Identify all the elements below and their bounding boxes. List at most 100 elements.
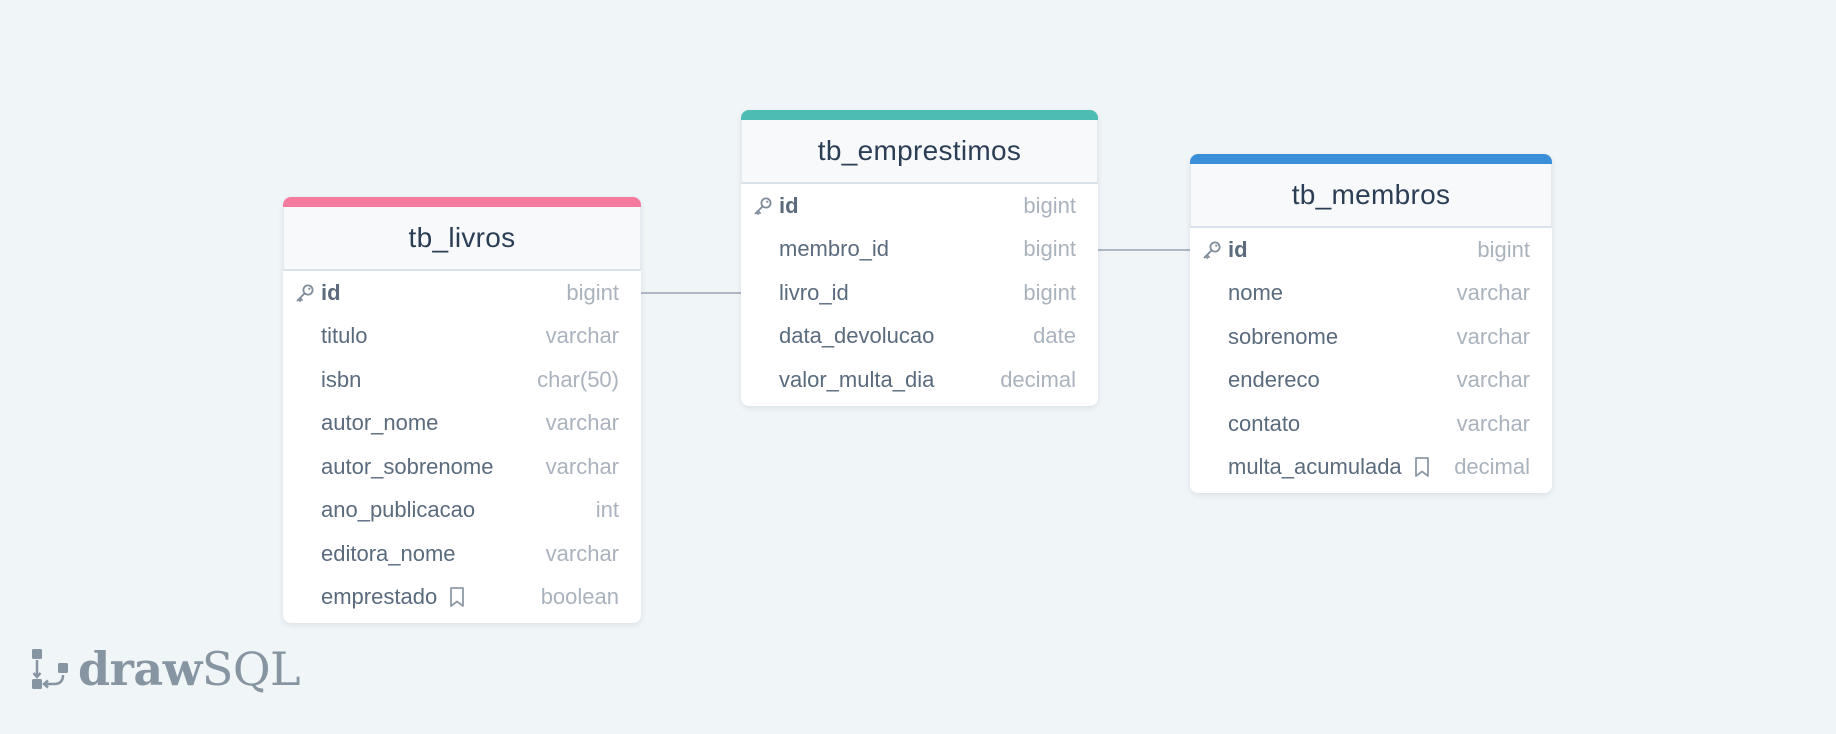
column-name-text: autor_sobrenome (321, 453, 494, 479)
column-name-text: ano_publicacao (321, 497, 476, 523)
column-row[interactable]: titulo varchar (283, 315, 641, 359)
key-slot-empty (1202, 456, 1228, 478)
column-name-text: sobrenome (1228, 323, 1339, 349)
key-slot-empty (295, 499, 321, 521)
column-type: bigint (1023, 192, 1076, 218)
primary-key-icon (295, 282, 321, 304)
column-type: bigint (1023, 236, 1076, 262)
column-name-text: editora_nome (321, 540, 456, 566)
column-name-text: isbn (321, 366, 362, 392)
column-name: endereco (1228, 367, 1457, 393)
key-slot-empty (295, 412, 321, 434)
column-name: multa_acumulada (1228, 454, 1454, 480)
column-name: id (1228, 237, 1477, 263)
column-row[interactable]: id bigint (283, 271, 641, 315)
key-slot-empty (295, 586, 321, 608)
column-list: id bigint titulo varchar isbn char(50) autor_n… (283, 271, 641, 623)
column-name-text: titulo (321, 323, 368, 349)
table-title: tb_emprestimos (741, 120, 1098, 184)
table-accent-bar (741, 110, 1098, 120)
relation-line-livros-emprestimos (641, 292, 741, 294)
column-name-text: id (321, 279, 341, 305)
column-row[interactable]: ano_publicacao int (283, 489, 641, 533)
column-row[interactable]: isbn char(50) (283, 358, 641, 402)
column-row[interactable]: id bigint (1190, 228, 1552, 272)
column-name: titulo (321, 323, 546, 349)
logo-text-draw: draw (78, 642, 202, 696)
column-type: varchar (1456, 323, 1530, 349)
key-slot-empty (295, 543, 321, 565)
table-footer-spacer (283, 619, 641, 623)
column-type: bigint (1023, 279, 1076, 305)
column-name-text: multa_acumulada (1228, 454, 1402, 480)
column-name: membro_id (779, 236, 1023, 262)
column-name-text: data_devolucao (779, 323, 935, 349)
column-type: varchar (1456, 280, 1530, 306)
table-accent-bar (283, 197, 641, 207)
column-name-text: autor_nome (321, 410, 439, 436)
key-slot-empty (753, 325, 779, 347)
column-name-text: livro_id (779, 279, 849, 305)
column-name-text: membro_id (779, 236, 890, 262)
column-row[interactable]: editora_nome varchar (283, 532, 641, 576)
column-row[interactable]: livro_id bigint (741, 271, 1098, 315)
column-name: id (779, 193, 1023, 219)
column-type: bigint (566, 279, 619, 305)
column-row[interactable]: multa_acumulada decimal (1190, 446, 1552, 490)
column-row[interactable]: valor_multa_dia decimal (741, 358, 1098, 402)
column-name: isbn (321, 367, 537, 393)
column-name: livro_id (779, 280, 1023, 306)
column-row[interactable]: nome varchar (1190, 272, 1552, 316)
table-tb-livros[interactable]: tb_livros id bigint titulo varchar isbn char(… (283, 197, 641, 623)
bookmark-icon (1412, 455, 1432, 479)
column-type: int (595, 497, 619, 523)
column-type: varchar (545, 540, 619, 566)
column-row[interactable]: autor_nome varchar (283, 402, 641, 446)
column-name-text: endereco (1228, 367, 1320, 393)
column-type: char(50) (537, 366, 619, 392)
column-name: valor_multa_dia (779, 367, 1000, 393)
key-slot-empty (1202, 369, 1228, 391)
table-title: tb_livros (283, 207, 641, 271)
drawsql-logo-icon (32, 649, 68, 689)
column-type: varchar (1456, 410, 1530, 436)
column-row[interactable]: membro_id bigint (741, 228, 1098, 272)
column-name-text: nome (1228, 280, 1284, 306)
column-type: decimal (1454, 454, 1530, 480)
table-footer-spacer (741, 402, 1098, 406)
column-type: varchar (1456, 367, 1530, 393)
drawsql-wordmark: drawSQL (78, 646, 301, 692)
column-name-text: emprestado (321, 584, 438, 610)
key-slot-empty (295, 456, 321, 478)
column-type: decimal (1000, 366, 1076, 392)
drawsql-logo: drawSQL (30, 646, 301, 692)
key-slot-empty (753, 238, 779, 260)
bookmark-icon (447, 585, 467, 609)
column-name: autor_sobrenome (321, 454, 546, 480)
column-name: contato (1228, 411, 1457, 437)
column-row[interactable]: endereco varchar (1190, 359, 1552, 403)
column-row[interactable]: sobrenome varchar (1190, 315, 1552, 359)
key-slot-empty (753, 282, 779, 304)
column-type: bigint (1477, 236, 1530, 262)
column-type: varchar (545, 323, 619, 349)
key-slot-empty (295, 325, 321, 347)
column-name: autor_nome (321, 410, 546, 436)
column-name-text: valor_multa_dia (779, 366, 935, 392)
key-slot-empty (1202, 326, 1228, 348)
column-name-text: id (1228, 236, 1248, 262)
key-slot-empty (295, 369, 321, 391)
logo-text-sql: SQL (201, 642, 301, 696)
table-footer-spacer (1190, 489, 1552, 493)
primary-key-icon (1202, 239, 1228, 261)
column-type: varchar (545, 410, 619, 436)
